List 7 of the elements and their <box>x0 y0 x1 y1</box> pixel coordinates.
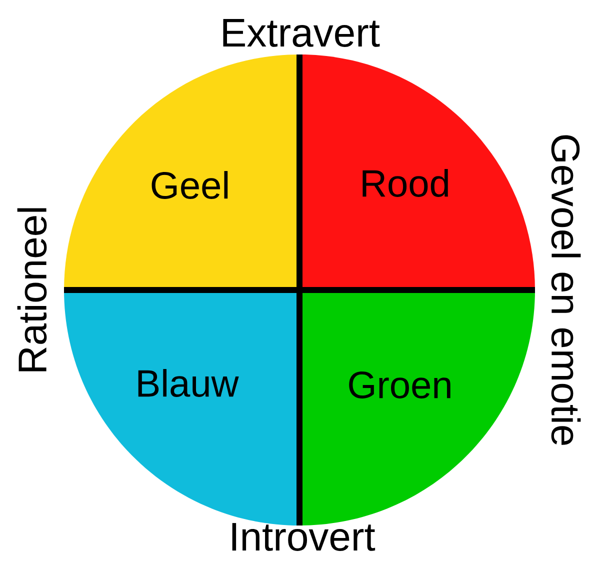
axis-label: Rationeel <box>17 208 47 372</box>
quadrant-sector: Groen <box>300 290 535 526</box>
quadrant-sector: Geel <box>64 54 300 290</box>
quadrant-sector: Rood <box>300 54 535 290</box>
axis-label: Gevoel en emotie <box>551 135 581 445</box>
axis-label: Introvert <box>232 523 376 551</box>
axis-label: Extravert <box>223 19 380 47</box>
